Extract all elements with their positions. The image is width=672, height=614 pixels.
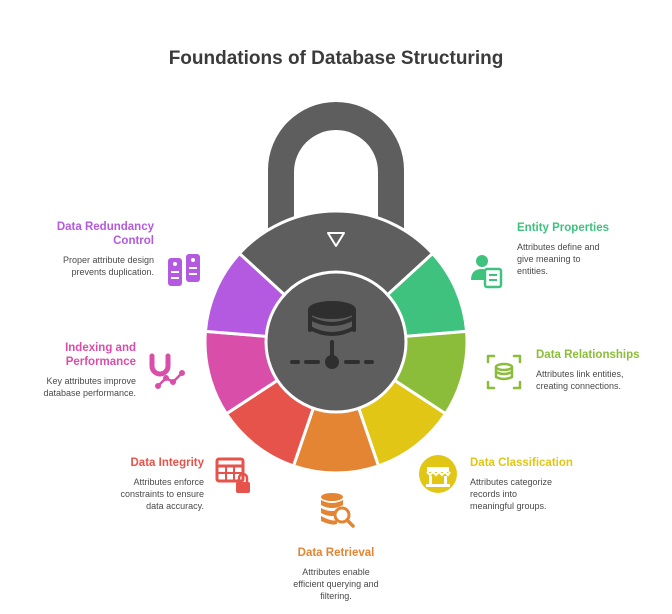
item-title: Entity Properties bbox=[517, 222, 610, 234]
duplicate-servers-icon bbox=[166, 252, 206, 297]
item-title: Data Integrity bbox=[130, 457, 205, 469]
desc-line: meaningful groups. bbox=[470, 501, 547, 511]
desc-line: Attributes enforce bbox=[133, 477, 204, 487]
item-indexing-performance: Indexing and Performance Key attributes … bbox=[16, 341, 136, 399]
desc-line: database performance. bbox=[43, 388, 136, 398]
desc-line: Attributes link entities, bbox=[536, 369, 624, 379]
item-title: Indexing and Performance bbox=[16, 341, 136, 369]
database-network-icon bbox=[290, 301, 374, 369]
page-title: Foundations of Database Structuring bbox=[168, 48, 504, 69]
padlock-shackle bbox=[268, 102, 404, 230]
item-description: Attributes enable efficient querying and… bbox=[256, 566, 416, 602]
desc-line: data accuracy. bbox=[146, 501, 204, 511]
center-hub bbox=[264, 270, 408, 414]
item-description: Attributes link entities, creating conne… bbox=[536, 368, 670, 392]
desc-line: Attributes define and bbox=[517, 242, 600, 252]
item-description: Attributes define and give meaning to en… bbox=[517, 241, 667, 277]
item-description: Proper attribute design prevents duplica… bbox=[20, 254, 154, 278]
item-data-redundancy: Data Redundancy Control Proper attribute… bbox=[20, 220, 154, 278]
item-description: Attributes categorize records into meani… bbox=[470, 476, 620, 512]
title-line: Data Redundancy bbox=[56, 221, 154, 233]
item-title: Data Classification bbox=[470, 457, 573, 469]
item-data-integrity: Data Integrity Attributes enforce constr… bbox=[50, 456, 204, 512]
magnet-chart-icon bbox=[148, 352, 188, 397]
table-lock-icon bbox=[214, 456, 254, 501]
desc-line: give meaning to bbox=[517, 254, 581, 264]
database-arrows-icon bbox=[484, 352, 524, 397]
item-data-relationships: Data Relationships Attributes link entit… bbox=[536, 348, 670, 392]
item-description: Attributes enforce constraints to ensure… bbox=[50, 476, 204, 512]
item-title: Data Redundancy Control bbox=[20, 220, 154, 248]
store-icon bbox=[418, 454, 458, 499]
desc-line: Proper attribute design bbox=[62, 255, 154, 265]
keyhole-triangle-icon bbox=[327, 232, 345, 247]
item-data-classification: Data Classification Attributes categoriz… bbox=[470, 456, 620, 512]
desc-line: constraints to ensure bbox=[120, 489, 204, 499]
desc-line: Attributes categorize bbox=[470, 477, 553, 487]
item-entity-properties: Entity Properties Attributes define and … bbox=[517, 221, 667, 277]
desc-line: filtering. bbox=[320, 591, 352, 601]
item-data-retrieval: Data Retrieval Attributes enable efficie… bbox=[256, 546, 416, 602]
item-title: Data Relationships bbox=[536, 349, 640, 361]
desc-line: prevents duplication. bbox=[71, 267, 154, 277]
desc-line: Key attributes improve bbox=[46, 376, 136, 386]
item-title: Data Retrieval bbox=[297, 547, 375, 559]
desc-line: entities. bbox=[517, 266, 549, 276]
desc-line: Attributes enable bbox=[302, 567, 370, 577]
title-line: Control bbox=[113, 235, 154, 247]
desc-line: efficient querying and bbox=[293, 579, 379, 589]
database-search-icon bbox=[318, 491, 356, 534]
title-line: Performance bbox=[65, 356, 136, 368]
person-document-icon bbox=[468, 252, 506, 295]
item-description: Key attributes improve database performa… bbox=[16, 375, 136, 399]
title-line: Indexing and bbox=[65, 342, 136, 354]
desc-line: creating connections. bbox=[536, 381, 622, 391]
desc-line: records into bbox=[470, 489, 518, 499]
